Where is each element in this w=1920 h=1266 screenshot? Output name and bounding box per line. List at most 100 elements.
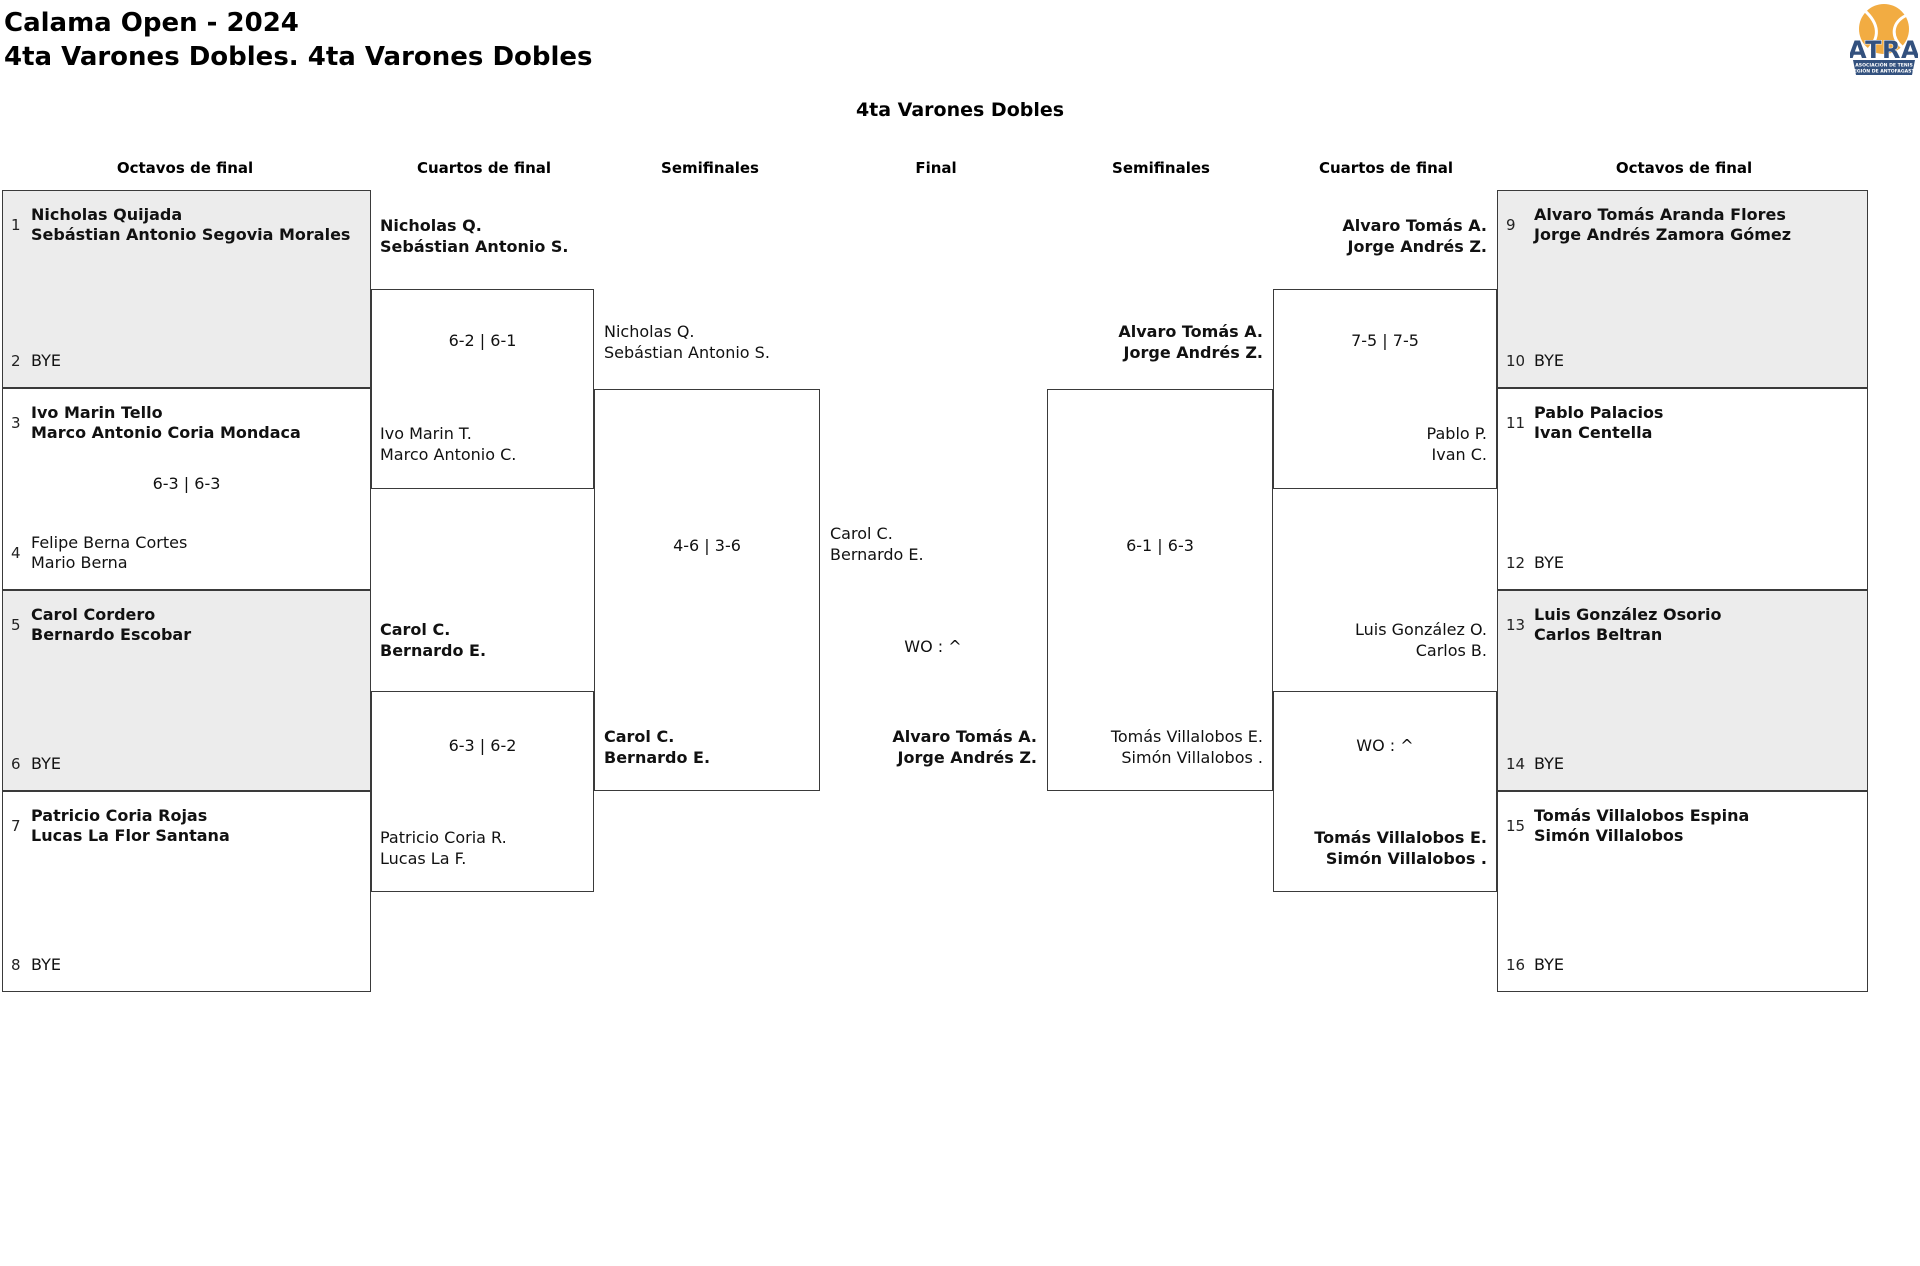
bye-label: BYE bbox=[1534, 754, 1564, 773]
champion-label: Alvaro Tomás A. Jorge Andrés Z. bbox=[837, 726, 1037, 768]
score-label: WO : ^ bbox=[1356, 736, 1414, 755]
score-label: 6-2 | 6-1 bbox=[448, 331, 517, 350]
round-header-semis-left: Semifinales bbox=[661, 159, 759, 177]
team-label: Luis González O. Carlos B. bbox=[1287, 619, 1487, 661]
player-name: Simón Villalobos . bbox=[1325, 849, 1487, 868]
svg-text:ATRA: ATRA bbox=[1850, 36, 1918, 64]
team-entry: 1 Nicholas Quijada Sebástian Antonio Seg… bbox=[11, 205, 360, 245]
team-entry: 10 BYE bbox=[1506, 351, 1857, 371]
quarterfinal-box-right-2 bbox=[1273, 691, 1497, 892]
player-name: Bernardo E. bbox=[604, 748, 711, 767]
team-label: Alvaro Tomás A. Jorge Andrés Z. bbox=[1287, 215, 1487, 257]
bye-label: BYE bbox=[1534, 351, 1564, 370]
team-entry: 14 BYE bbox=[1506, 754, 1857, 774]
seed-number: 2 bbox=[11, 352, 21, 370]
player-name: Pablo Palacios bbox=[1534, 403, 1664, 422]
team-label: Tomás Villalobos E. Simón Villalobos . bbox=[1063, 726, 1263, 768]
score-label: 7-5 | 7-5 bbox=[1351, 331, 1419, 350]
tennis-ball-logo-icon: ATRA ASOCIACIÓN DE TENIS REGIÓN DE ANTOF… bbox=[1847, 4, 1920, 75]
match-box-seeds-5-6: 5 Carol Cordero Bernardo Escobar 6 BYE bbox=[2, 590, 371, 791]
team-entry: 15 Tomás Villalobos Espina Simón Villalo… bbox=[1506, 806, 1857, 846]
player-name: Sebástian Antonio S. bbox=[380, 237, 569, 256]
player-name: Ivan C. bbox=[1431, 445, 1487, 464]
seed-number: 16 bbox=[1506, 956, 1526, 974]
player-name: Tomás Villalobos Espina bbox=[1534, 806, 1750, 825]
round-header-cuartos-right: Cuartos de final bbox=[1318, 159, 1454, 177]
round-header-octavos-right: Octavos de final bbox=[1615, 159, 1753, 177]
seed-number: 5 bbox=[11, 616, 21, 634]
player-name: Bernardo E. bbox=[830, 545, 924, 564]
team-entry: 12 BYE bbox=[1506, 553, 1857, 573]
match-box-seeds-7-8: 7 Patricio Coria Rojas Lucas La Flor San… bbox=[2, 791, 371, 992]
seed-number: 9 bbox=[1506, 216, 1516, 234]
bye-label: BYE bbox=[31, 955, 61, 974]
seed-number: 6 bbox=[11, 755, 21, 773]
player-name: Carlos Beltran bbox=[1534, 625, 1663, 644]
semifinal-box-right bbox=[1047, 389, 1273, 791]
team-label: Carol C. Bernardo E. bbox=[380, 619, 486, 661]
team-entry: 6 BYE bbox=[11, 754, 360, 774]
player-name: Luis González Osorio bbox=[1534, 605, 1722, 624]
seed-number: 13 bbox=[1506, 616, 1526, 634]
player-name: Alvaro Tomás A. bbox=[1342, 216, 1487, 235]
category-name: 4ta Varones Dobles. 4ta Varones Dobles bbox=[4, 42, 593, 72]
match-box-seeds-13-14: 13 Luis González Osorio Carlos Beltran 1… bbox=[1497, 590, 1868, 791]
player-name: Carol C. bbox=[604, 727, 675, 746]
bye-label: BYE bbox=[1534, 955, 1564, 974]
bye-label: BYE bbox=[1534, 553, 1564, 572]
team-label: Tomás Villalobos E. Simón Villalobos . bbox=[1287, 827, 1487, 869]
match-box-seeds-11-12: 11 Pablo Palacios Ivan Centella 12 BYE bbox=[1497, 388, 1868, 590]
player-name: Sebástian Antonio Segovia Morales bbox=[31, 225, 351, 244]
player-name: Jorge Andrés Zamora Gómez bbox=[1534, 225, 1792, 244]
quarterfinal-box-right-1 bbox=[1273, 289, 1497, 489]
player-name: Felipe Berna Cortes bbox=[31, 533, 188, 552]
svg-text:REGIÓN DE ANTOFAGASTA: REGIÓN DE ANTOFAGASTA bbox=[1850, 68, 1918, 75]
final-score-label: WO : ^ bbox=[904, 637, 962, 656]
team-entry: 3 Ivo Marin Tello Marco Antonio Coria Mo… bbox=[11, 403, 360, 443]
seed-number: 11 bbox=[1506, 414, 1526, 432]
team-entry: 2 BYE bbox=[11, 351, 360, 371]
page-title: Calama Open - 2024 4ta Varones Dobles. 4… bbox=[4, 6, 593, 74]
bye-label: BYE bbox=[31, 754, 61, 773]
player-name: Nicholas Q. bbox=[380, 216, 482, 235]
team-entry: 16 BYE bbox=[1506, 955, 1857, 975]
quarterfinal-box-left-2 bbox=[371, 691, 594, 892]
round-header-octavos-left: Octavos de final bbox=[116, 159, 254, 177]
atra-logo: ATRA ASOCIACIÓN DE TENIS REGIÓN DE ANTOF… bbox=[1847, 2, 1920, 78]
player-name: Ivo Marin Tello bbox=[31, 403, 163, 422]
seed-number: 10 bbox=[1506, 352, 1526, 370]
player-name: Pablo P. bbox=[1426, 424, 1487, 443]
team-entry: 11 Pablo Palacios Ivan Centella bbox=[1506, 403, 1857, 443]
tournament-name: Calama Open - 2024 bbox=[4, 8, 299, 38]
quarterfinal-box-left-1 bbox=[371, 289, 594, 489]
player-name: Lucas La F. bbox=[380, 849, 467, 868]
player-name: Jorge Andrés Z. bbox=[1123, 343, 1263, 362]
player-name: Carlos B. bbox=[1415, 641, 1487, 660]
semifinal-box-left bbox=[594, 389, 820, 791]
player-name: Alvaro Tomás A. bbox=[1118, 322, 1263, 341]
round-header-cuartos-left: Cuartos de final bbox=[416, 159, 552, 177]
seed-number: 14 bbox=[1506, 755, 1526, 773]
seed-number: 7 bbox=[11, 817, 21, 835]
team-label: Pablo P. Ivan C. bbox=[1287, 423, 1487, 465]
player-name: Nicholas Quijada bbox=[31, 205, 183, 224]
player-name: Lucas La Flor Santana bbox=[31, 826, 230, 845]
score-label: 6-3 | 6-2 bbox=[448, 736, 517, 755]
player-name: Bernardo E. bbox=[380, 641, 487, 660]
player-name: Patricio Coria R. bbox=[380, 828, 507, 847]
seed-number: 12 bbox=[1506, 554, 1526, 572]
seed-number: 4 bbox=[11, 544, 21, 562]
player-name: Nicholas Q. bbox=[604, 322, 695, 341]
team-label: Patricio Coria R. Lucas La F. bbox=[380, 827, 507, 869]
seed-number: 15 bbox=[1506, 817, 1526, 835]
seed-number: 3 bbox=[11, 414, 21, 432]
bracket-title: 4ta Varones Dobles bbox=[855, 99, 1065, 121]
player-name: Jorge Andrés Z. bbox=[1347, 237, 1487, 256]
player-name: Alvaro Tomás Aranda Flores bbox=[1534, 205, 1786, 224]
score-label: 6-1 | 6-3 bbox=[1126, 536, 1194, 555]
player-name: Carol Cordero bbox=[31, 605, 156, 624]
match-box-seeds-1-2: 1 Nicholas Quijada Sebástian Antonio Seg… bbox=[2, 190, 371, 388]
player-name: Marco Antonio C. bbox=[380, 445, 517, 464]
player-name: Ivan Centella bbox=[1534, 423, 1653, 442]
team-label: Ivo Marin T. Marco Antonio C. bbox=[380, 423, 516, 465]
